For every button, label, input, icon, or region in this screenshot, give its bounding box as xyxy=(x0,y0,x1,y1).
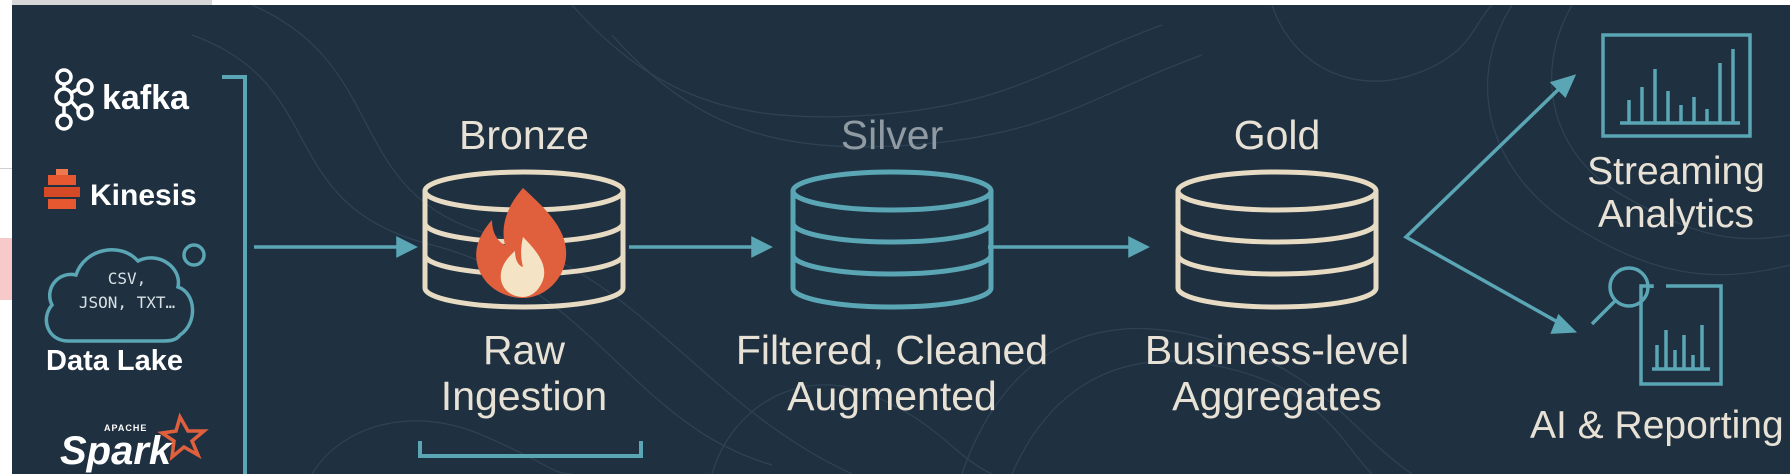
streaming-chart-icon xyxy=(1601,33,1752,138)
left-highlight xyxy=(0,238,12,300)
silver-desc-line-2: Augmented xyxy=(787,373,997,419)
medallion-diagram: kafka Kinesis CSV, JSON, TXT… Data Lake … xyxy=(12,5,1790,474)
file-type-line-1: CSV, xyxy=(107,269,147,288)
ingestion-bracket xyxy=(418,441,643,458)
bronze-title: Bronze xyxy=(459,112,589,158)
streaming-label-line-2: Analytics xyxy=(1597,193,1755,236)
silver-cylinder xyxy=(790,169,994,310)
gold-desc-line-1: Business-level xyxy=(1144,327,1410,373)
contour-texture xyxy=(191,5,1790,474)
gold-title: Gold xyxy=(1233,112,1321,158)
kafka-logo-icon xyxy=(54,68,94,131)
silver-title: Silver xyxy=(840,112,944,158)
bronze-desc-line-2: Ingestion xyxy=(440,373,608,419)
cloud-icon xyxy=(44,243,206,343)
left-divider xyxy=(0,168,12,169)
source-bracket xyxy=(222,75,247,474)
data-lake-label: Data Lake xyxy=(46,345,184,377)
diagram-graphics xyxy=(44,5,1790,474)
gold-desc-line-2: Aggregates xyxy=(1172,373,1382,419)
bronze-desc-line-1: Raw xyxy=(482,327,566,373)
gold-cylinder xyxy=(1175,169,1379,310)
kinesis-label: Kinesis xyxy=(90,179,197,212)
kafka-label: kafka xyxy=(102,79,189,117)
spark-label: Spark xyxy=(60,429,172,473)
left-window-strip xyxy=(0,0,12,474)
streaming-label-line-1: Streaming xyxy=(1587,150,1765,193)
ai-reporting-label: AI & Reporting xyxy=(1530,404,1784,447)
silver-desc-line-1: Filtered, Cleaned xyxy=(735,327,1049,373)
spark-apache-label: APACHE xyxy=(104,423,148,433)
spark-star-icon xyxy=(157,412,209,462)
fire-icon xyxy=(476,188,567,298)
flow-arrows xyxy=(254,74,1578,334)
kinesis-logo-icon xyxy=(44,169,80,209)
ai-reporting-icon xyxy=(1590,266,1723,386)
top-edge-fragment xyxy=(0,0,212,5)
file-type-line-2: JSON, TXT… xyxy=(78,293,176,312)
